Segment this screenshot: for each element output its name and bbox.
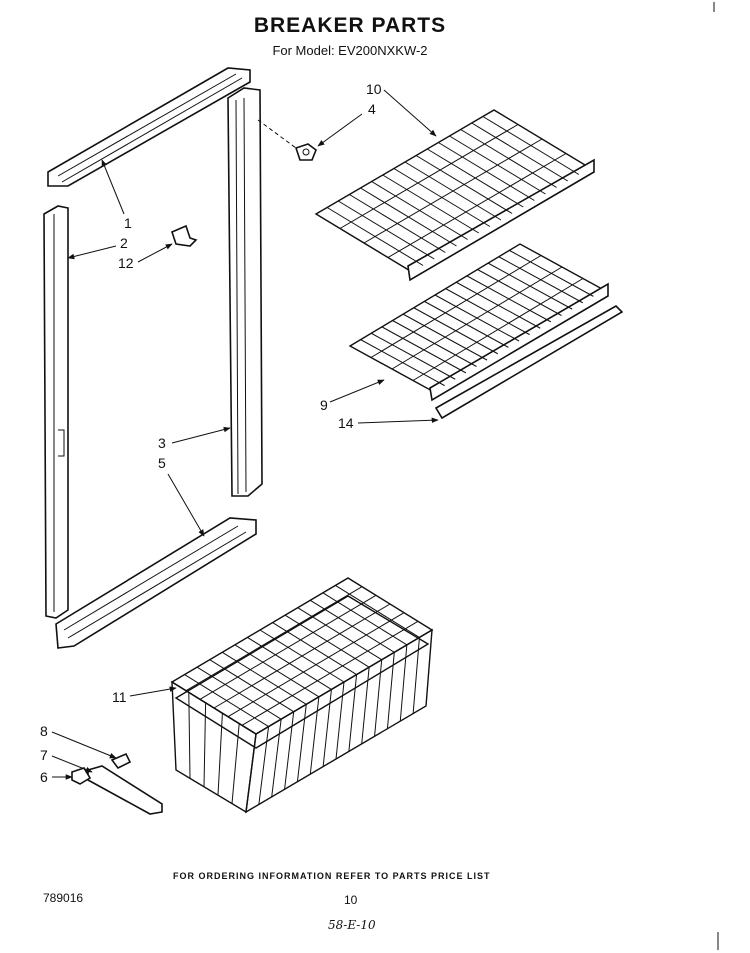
basket-wire	[309, 696, 320, 775]
basket-wire	[241, 620, 419, 726]
shelf-support-part	[294, 143, 317, 161]
basket-wire	[213, 603, 391, 709]
basket-wire	[361, 667, 370, 744]
ordering-notice: FOR ORDERING INFORMATION REFER TO PARTS …	[173, 871, 491, 881]
shelf-wire	[339, 124, 519, 229]
callout-9: 9	[320, 379, 385, 413]
breaker-strip-right	[227, 87, 263, 497]
page-number: 10	[344, 893, 358, 907]
page-title: BREAKER PARTS	[253, 14, 447, 37]
callout-12: 12	[118, 243, 173, 271]
shelf-wire	[412, 278, 584, 381]
callout-label-3: 3	[158, 435, 166, 451]
callout-2: 2	[67, 235, 128, 260]
callout-label-9: 9	[320, 397, 328, 413]
model-subtitle: For Model: EV200NXKW-2	[272, 43, 428, 58]
basket-wire	[217, 713, 223, 796]
shelf-wire	[387, 153, 567, 258]
callout-14: 14	[338, 415, 439, 431]
callout-label-12: 12	[118, 255, 134, 271]
basket-wire	[296, 704, 307, 782]
basket-wire	[335, 681, 345, 760]
callout-10: 10	[366, 81, 437, 137]
breaker-strip-bottom	[55, 517, 257, 649]
callout-label-4: 4	[368, 101, 376, 117]
callout-11: 11	[112, 686, 177, 705]
basket-wire	[271, 719, 282, 797]
basket-wire	[399, 644, 408, 722]
wire-basket	[170, 577, 434, 814]
handwritten-note: 58-E-10	[328, 918, 376, 932]
basket-wire	[374, 659, 383, 737]
callout-label-7: 7	[40, 747, 48, 763]
callout-label-2: 2	[120, 235, 128, 251]
shelf-trim-strip	[434, 305, 624, 420]
basket-rail-assembly	[71, 752, 163, 815]
basket-wire	[348, 674, 358, 752]
callout-label-11: 11	[112, 689, 127, 705]
basket-wire	[412, 637, 420, 714]
breaker-strip-top	[47, 67, 251, 187]
basket-wire	[199, 594, 377, 700]
wire-shelf-lower	[348, 243, 609, 402]
callout-label-5: 5	[158, 455, 166, 471]
basket-wire	[258, 726, 270, 805]
breaker-strip-left	[43, 205, 69, 619]
basket-wire	[231, 723, 240, 804]
shelf-wire	[370, 255, 542, 358]
callout-7: 7	[40, 747, 93, 773]
shelf-wire	[391, 266, 563, 370]
callout-label-10: 10	[366, 81, 382, 97]
basket-wire	[203, 702, 207, 787]
clip-part	[171, 224, 198, 247]
basket-wire	[284, 711, 295, 790]
document-number: 789016	[43, 891, 84, 905]
callout-3: 3	[158, 426, 231, 451]
wire-shelf-upper	[314, 109, 595, 282]
callout-4: 4	[317, 101, 376, 147]
basket-wire	[227, 612, 405, 718]
callout-label-6: 6	[40, 769, 48, 785]
callout-label-1: 1	[124, 215, 132, 231]
shelf-wire	[363, 138, 543, 244]
basket-wire	[185, 586, 363, 692]
basket-wire	[322, 689, 332, 767]
callout-6: 6	[40, 769, 73, 785]
callout-1: 1	[101, 159, 132, 231]
callout-8: 8	[40, 723, 117, 759]
callout-5: 5	[158, 455, 205, 537]
basket-wire	[386, 652, 395, 729]
callout-label-14: 14	[338, 415, 354, 431]
basket-wire	[188, 692, 191, 779]
callout-label-8: 8	[40, 723, 48, 739]
